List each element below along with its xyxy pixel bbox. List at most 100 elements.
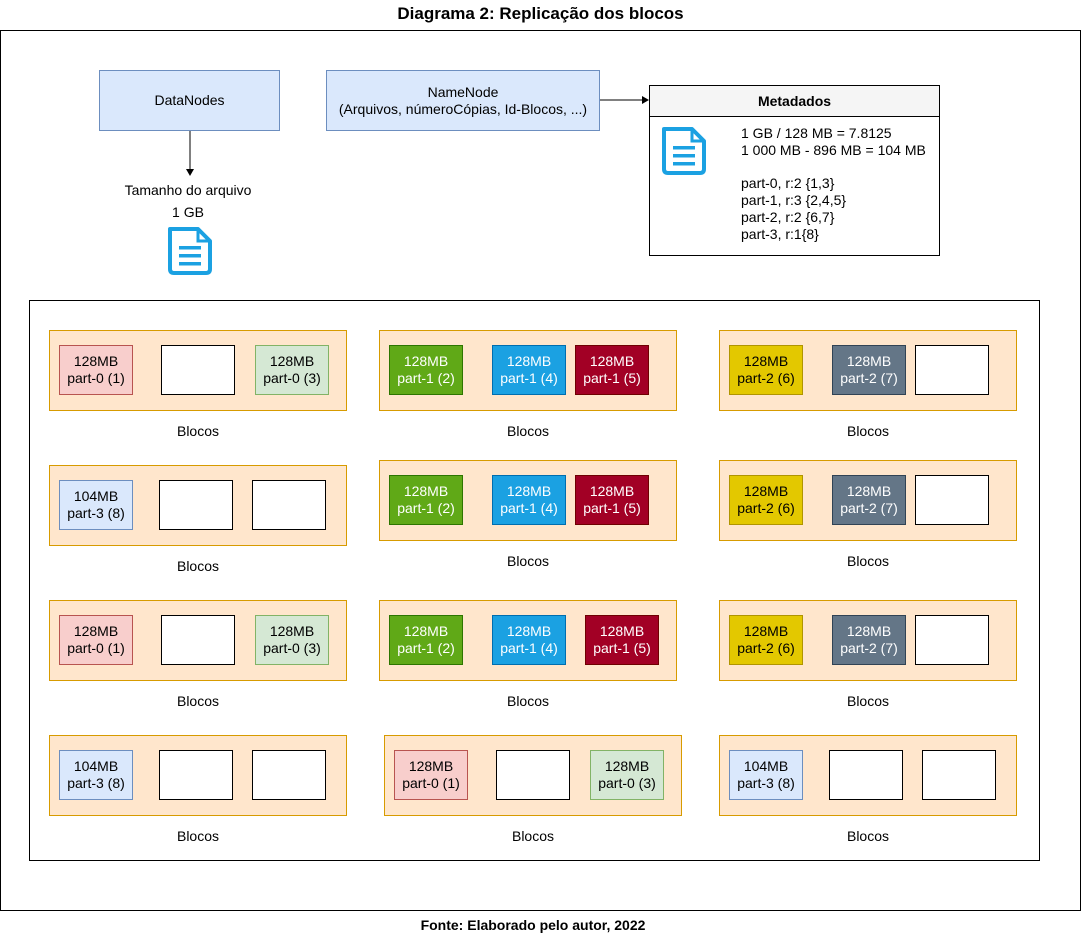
- metadata-header: Metadados: [650, 86, 939, 117]
- metadata-part-line: part-1, r:3 {2,4,5}: [741, 192, 847, 208]
- block-part: part-1 (5): [583, 500, 641, 516]
- block-part: part-1 (2): [397, 500, 455, 516]
- block-size: 104MB: [73, 758, 119, 774]
- block-part: part-1 (5): [583, 370, 641, 386]
- block-size: 128MB: [506, 353, 552, 369]
- empty-block-slot: [161, 615, 235, 665]
- block-part: part-3 (8): [67, 775, 125, 791]
- namenode-description: (Arquivos, númeroCópias, Id-Blocos, ...): [338, 100, 588, 117]
- empty-block-slot: [829, 750, 903, 800]
- document-icon: [168, 227, 212, 275]
- block-part: part-1 (2): [397, 640, 455, 656]
- datanodes-label: DataNodes: [154, 92, 225, 108]
- datanode-label: Blocos: [176, 828, 220, 844]
- block-size: 128MB: [846, 623, 892, 639]
- block-size: 128MB: [506, 623, 552, 639]
- block-part: part-2 (6): [737, 500, 795, 516]
- block-size: 128MB: [73, 353, 119, 369]
- empty-block-slot: [252, 750, 326, 800]
- namenode-arrow: [600, 96, 649, 104]
- block-size: 128MB: [846, 483, 892, 499]
- block-size: 128MB: [269, 353, 315, 369]
- block-size: 128MB: [604, 758, 650, 774]
- block-part: part-1 (4): [500, 640, 558, 656]
- metadata-calc-line: 1 000 MB - 896 MB = 104 MB: [741, 142, 926, 158]
- block-size: 128MB: [506, 483, 552, 499]
- datanodes-arrow: [186, 131, 194, 176]
- empty-block-slot: [161, 345, 235, 395]
- datanode-label: Blocos: [176, 693, 220, 709]
- block-size: 128MB: [599, 623, 645, 639]
- datanode-label: Blocos: [506, 553, 550, 569]
- block-part: part-2 (7): [840, 500, 898, 516]
- datanode-label: Blocos: [846, 423, 890, 439]
- block-part: part-2 (6): [737, 640, 795, 656]
- block-part: part-1 (2): [397, 370, 455, 386]
- metadata-panel: Metadados 1 GB / 128 MB = 7.8125 1 000 M…: [649, 85, 940, 256]
- diagram-title: Diagrama 2: Replicação dos blocos: [397, 4, 684, 23]
- empty-block-slot: [496, 750, 570, 800]
- datanode-label: Blocos: [506, 693, 550, 709]
- block-part: part-2 (7): [840, 370, 898, 386]
- file-size: 1 GB: [172, 204, 204, 220]
- empty-block-slot: [915, 345, 989, 395]
- metadata-text: 1 GB / 128 MB = 7.8125 1 000 MB - 896 MB…: [741, 125, 926, 243]
- block-part: part-3 (8): [67, 505, 125, 521]
- block-size: 128MB: [589, 483, 635, 499]
- datanode-label: Blocos: [511, 828, 555, 844]
- datanode-label: Blocos: [176, 558, 220, 574]
- datanode-label: Blocos: [846, 553, 890, 569]
- block-part: part-1 (4): [500, 500, 558, 516]
- empty-block-slot: [915, 475, 989, 525]
- datanode-label: Blocos: [506, 423, 550, 439]
- block-size: 128MB: [73, 623, 119, 639]
- datanode-cluster: [29, 300, 1040, 861]
- block-part: part-1 (4): [500, 370, 558, 386]
- block-part: part-0 (1): [402, 775, 460, 791]
- empty-block-slot: [922, 750, 996, 800]
- block-part: part-2 (7): [840, 640, 898, 656]
- block-size: 128MB: [846, 353, 892, 369]
- block-part: part-0 (3): [598, 775, 656, 791]
- block-size: 128MB: [403, 353, 449, 369]
- metadata-part-line: part-2, r:2 {6,7}: [741, 209, 835, 225]
- block-part: part-1 (5): [593, 640, 651, 656]
- file-caption: Tamanho do arquivo 1 GB: [108, 179, 268, 223]
- block-size: 128MB: [403, 483, 449, 499]
- file-caption-text: Tamanho do arquivo: [124, 182, 252, 198]
- namenode-box: NameNode (Arquivos, númeroCópias, Id-Blo…: [326, 70, 600, 131]
- namenode-title: NameNode: [427, 83, 499, 100]
- empty-block-slot: [915, 615, 989, 665]
- block-size: 128MB: [408, 758, 454, 774]
- block-part: part-0 (3): [263, 370, 321, 386]
- empty-block-slot: [159, 480, 233, 530]
- empty-block-slot: [252, 480, 326, 530]
- datanodes-box: DataNodes: [99, 70, 280, 131]
- datanode-label: Blocos: [846, 828, 890, 844]
- block-size: 128MB: [743, 353, 789, 369]
- block-size: 128MB: [743, 483, 789, 499]
- metadata-part-line: part-3, r:1{8}: [741, 226, 819, 242]
- block-size: 128MB: [743, 623, 789, 639]
- datanode-label: Blocos: [176, 423, 220, 439]
- metadata-calc-line: 1 GB / 128 MB = 7.8125: [741, 125, 892, 141]
